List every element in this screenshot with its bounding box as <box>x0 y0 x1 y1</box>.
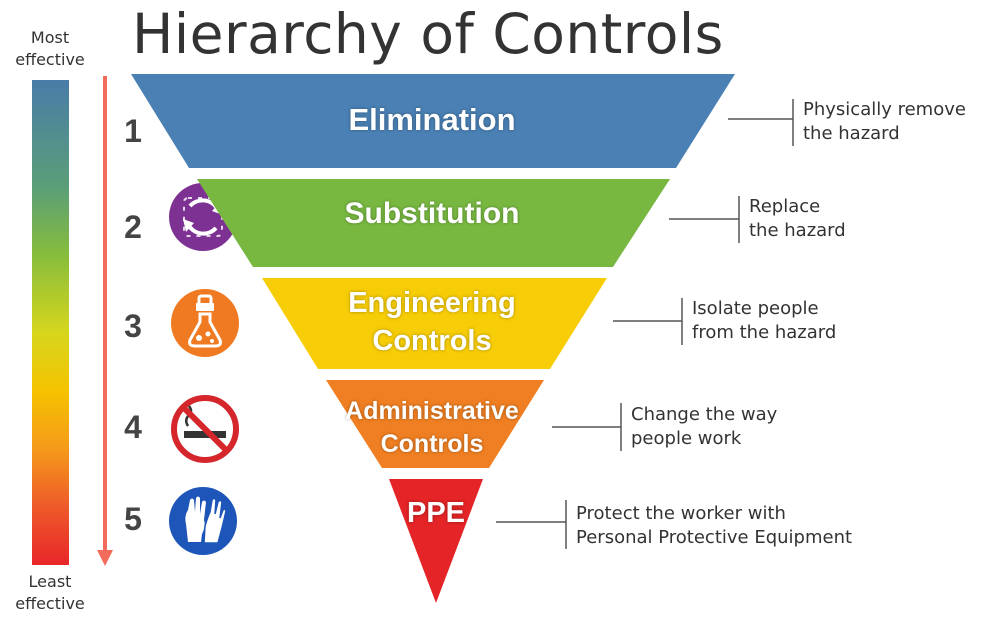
least-effective-line1: Least <box>28 572 72 591</box>
least-effective-line2: effective <box>15 594 85 613</box>
level-number-1: 1 <box>124 113 142 149</box>
band-administrative-controls <box>326 380 544 468</box>
desc-ppe-line1: Protect the worker with <box>576 503 786 524</box>
level-number-5: 5 <box>124 501 142 537</box>
band-label-administrative-line1: Administrative <box>345 397 519 425</box>
least-effective-label: Least effective <box>10 571 90 615</box>
desc-engineering-line1: Isolate people <box>692 298 819 319</box>
isolated-flask-icon <box>171 289 239 357</box>
desc-engineering-line2: from the hazard <box>692 322 837 343</box>
desc-substitution: Replace the hazard <box>749 195 846 243</box>
desc-elimination: Physically remove the hazard <box>803 98 966 146</box>
page-title: Hierarchy of Controls <box>132 2 724 66</box>
desc-ppe: Protect the worker with Personal Protect… <box>576 502 852 550</box>
band-elimination <box>131 74 735 168</box>
down-arrow-icon <box>97 76 113 566</box>
desc-elimination-line1: Physically remove <box>803 99 966 120</box>
desc-administrative-line2: people work <box>631 428 742 449</box>
most-effective-label: Most effective <box>10 27 90 71</box>
desc-elimination-line2: the hazard <box>803 123 900 144</box>
effectiveness-gradient-bar <box>32 80 69 565</box>
desc-ppe-line2: Personal Protective Equipment <box>576 527 853 548</box>
band-label-engineering-controls: Engineering Controls <box>292 284 572 360</box>
band-substitution <box>197 179 670 267</box>
desc-engineering-controls: Isolate people from the hazard <box>692 297 836 345</box>
band-label-administrative-line2: Controls <box>380 430 484 458</box>
desc-administrative-controls: Change the way people work <box>631 403 777 451</box>
band-ppe <box>389 479 483 603</box>
band-label-administrative-controls: Administrative Controls <box>292 395 572 461</box>
desc-substitution-line2: the hazard <box>749 220 846 241</box>
no-smoking-icon <box>171 395 239 463</box>
level-number-2: 2 <box>124 209 142 245</box>
gloves-icon <box>169 487 237 555</box>
most-effective-line2: effective <box>15 50 85 69</box>
band-label-engineering-line2: Controls <box>372 325 492 357</box>
desc-administrative-line1: Change the way <box>631 404 778 425</box>
band-label-elimination: Elimination <box>348 102 516 137</box>
band-engineering-controls <box>262 278 607 369</box>
band-label-substitution: Substitution <box>344 197 520 230</box>
band-label-ppe: PPE <box>406 497 466 529</box>
band-label-engineering-line1: Engineering <box>348 287 516 319</box>
level-number-4: 4 <box>124 409 142 445</box>
level-number-3: 3 <box>124 308 142 344</box>
desc-substitution-line1: Replace <box>749 196 821 217</box>
most-effective-line1: Most <box>30 28 70 47</box>
